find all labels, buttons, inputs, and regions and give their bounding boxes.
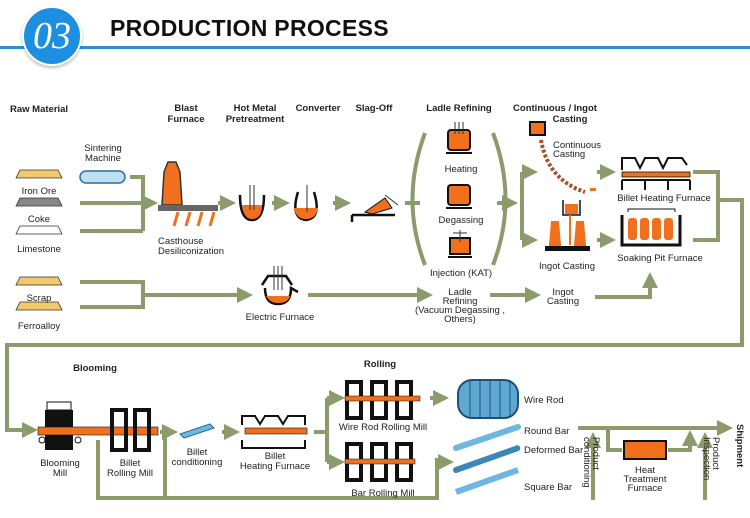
square-bar-label: Square Bar [524,482,572,493]
heating-label: Heating [445,164,478,175]
casthouse-label: Casthouse [158,236,203,247]
converter-icon [294,185,318,222]
casthouse-label-2: Desiliconization [158,246,224,257]
electric-furnace-icon [260,266,299,306]
ladle-refining-2-label: Ladle [448,287,471,298]
billet-heating-furnace-label: Billet Heating Furnace [617,193,710,204]
electric-furnace-label: Electric Furnace [246,312,315,323]
billet-heating-furnace-2-icon [241,415,308,449]
continuous-casting-label-2: Casting [553,149,585,160]
stage-blast-furnace: Blast [174,103,198,114]
injection-label: Injection (KAT) [430,268,492,279]
wire-rod-coil-icon [457,379,519,419]
shipment-label: Shipment [734,424,745,468]
billet-conditioning-label-2: conditioning [172,457,223,468]
ingot-casting-label: Ingot Casting [539,261,595,272]
material-scrap: Scrap [27,293,52,304]
product-conditioning-label: Product [590,437,601,470]
deformed-bar-label: Deformed Bar [524,445,583,456]
round-bar-label: Round Bar [524,426,569,437]
billet-heating-furnace-icon [621,157,691,190]
wire-rod-label: Wire Rod [524,395,564,406]
blast-furnace-icon [158,161,218,227]
soaking-pit-furnace-icon [620,208,682,247]
product-inspection-label-2: Inspection [701,437,712,480]
heat-treatment-furnace-icon [623,440,667,460]
ladle-refining-2-label-2: Refining [443,296,478,307]
sintering-label-2: Machine [85,153,121,164]
stage-blooming: Blooming [73,363,117,374]
deformed-bar-icon [453,445,521,473]
material-limestone: Limestone [17,244,61,255]
stage-slag-off: Slag-Off [356,103,394,114]
product-conditioning-label-2: conditioning [581,437,592,488]
material-ferroalloy: Ferroalloy [18,321,60,332]
billet-heating-2-label: Billet [265,451,286,462]
stage-hot-metal: Hot Metal [234,103,277,114]
material-iron-ore: Iron Ore [22,186,57,197]
stage-blast-furnace-2: Furnace [168,114,205,125]
billet-rolling-mill-icon [110,408,151,452]
ladle-degassing-icon [446,184,472,209]
round-bar-icon [453,424,521,451]
stage-casting: Continuous / Ingot [513,103,598,114]
section-number-badge: 03 [22,6,82,66]
ingot-casting-icon [545,200,590,251]
square-bar-icon [454,467,520,495]
bar-rolling-mill-icon [344,442,416,482]
continuous-casting-label: Continuous [553,140,601,151]
ladle-heating-icon [446,122,472,154]
heat-treatment-label-2: Treatment [624,474,667,485]
ladle-injection-icon [448,230,472,258]
stage-ladle-refining: Ladle Refining [426,103,492,114]
flow-lines [5,132,744,438]
stage-converter: Converter [296,103,341,114]
wire-rod-mill-label: Wire Rod Rolling Mill [339,422,427,433]
hot-metal-ladle-icon [238,185,266,222]
stage-rolling: Rolling [364,359,396,370]
billet-conditioning-label: Billet [187,447,208,458]
sintering-machine-icon [79,170,126,184]
soaking-pit-label: Soaking Pit Furnace [617,253,703,264]
wire-rod-rolling-mill-icon [344,380,421,420]
sintering-label: Sintering [84,143,122,154]
degassing-label: Degassing [439,215,484,226]
ladle-refining-2-label-3: (Vacuum Degassing , [415,305,505,316]
raw-material-bars [15,169,63,311]
blooming-mill-label: Blooming [40,458,80,469]
blooming-mill-icon [37,401,159,450]
continuous-casting-icon [529,121,596,194]
stage-raw-material: Raw Material [10,104,68,115]
lower-flow-lines [96,390,733,500]
heat-treatment-label-3: Furnace [628,483,663,494]
blooming-mill-label-2: Mill [53,468,67,479]
billet-heating-2-label-2: Heating Furnace [240,461,310,472]
slag-off-icon [350,194,399,222]
product-inspection-label: Product [710,437,721,470]
billet-conditioning-icon [179,423,215,439]
billet-rolling-mill-label: Billet [120,458,141,469]
material-coke: Coke [28,214,50,225]
header-divider [0,46,750,49]
bar-mill-label: Bar Rolling Mill [351,488,414,499]
ingot-casting-2-label-2: Casting [547,296,579,307]
ingot-casting-2-label: Ingot [552,287,573,298]
stage-hot-metal-2: Pretreatment [226,114,285,125]
heat-treatment-label: Heat [635,465,655,476]
page-title: PRODUCTION PROCESS [110,15,389,41]
billet-rolling-mill-label-2: Rolling Mill [107,468,153,479]
stage-casting-2: Casting [553,114,588,125]
ladle-refining-2-label-4: Others) [444,314,476,325]
